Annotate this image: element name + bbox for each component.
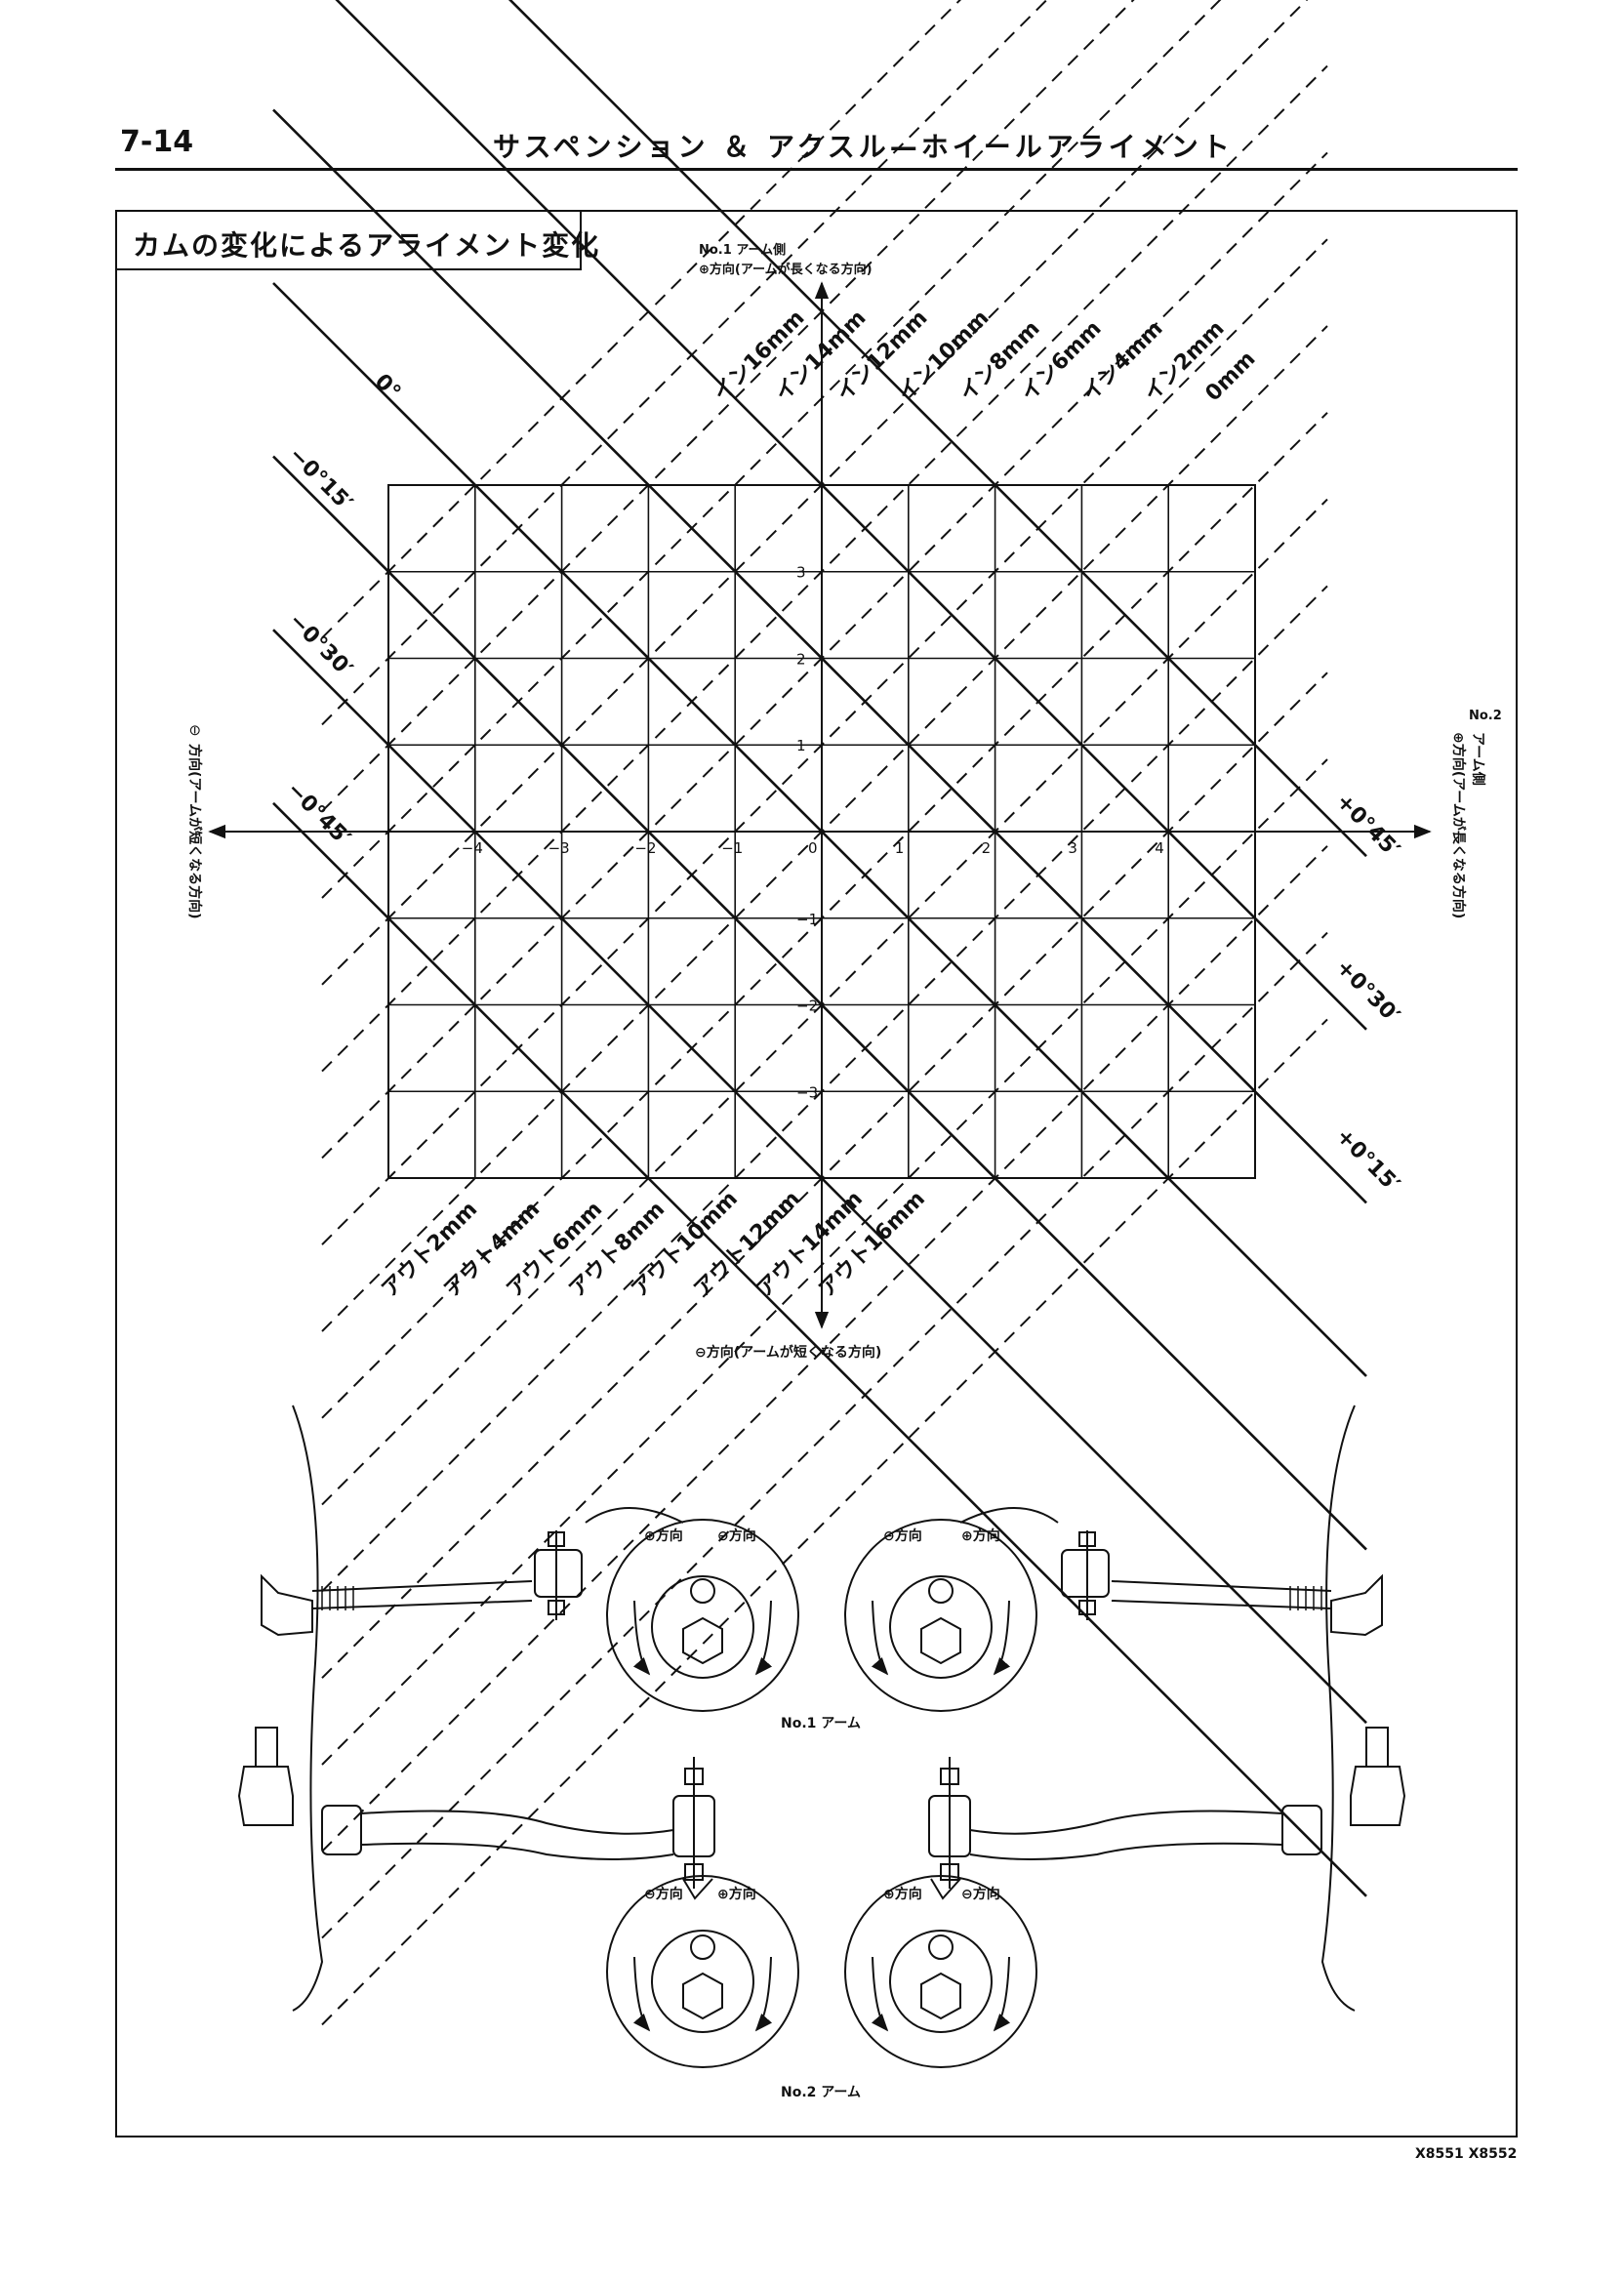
ur-plus-dir: ⊕方向 <box>961 1527 1000 1544</box>
x-tick-label: −1 <box>721 839 743 857</box>
x-tick-label: 2 <box>982 839 992 857</box>
axis-left-label-1: ⊖ <box>186 724 204 737</box>
cam-detail-lower-left <box>606 1875 799 2068</box>
camber-line <box>272 282 1367 1377</box>
toe-line <box>321 931 1328 1939</box>
toe-out-labels: アウト2mmアウト4mmアウト6mmアウト8mmアウト10mmアウト12mmアウ… <box>378 1187 930 1302</box>
axes <box>208 281 1432 1329</box>
toe-in-label: 0mm <box>1201 346 1261 406</box>
camber-line <box>272 455 1367 1551</box>
ll-plus-dir: ⊕方向 <box>717 1886 756 1902</box>
no1-arm-left <box>261 1530 583 1637</box>
camber-line <box>335 0 1367 1031</box>
header-rule <box>115 168 1518 171</box>
camber-label-0: 0° <box>370 370 405 405</box>
toe-line <box>321 151 1328 1160</box>
toe-line <box>321 758 1328 1766</box>
camber-label-p045: +0°45′ <box>1331 790 1404 863</box>
ul-minus-dir: ⊖方向 <box>717 1527 756 1544</box>
toe-line <box>321 0 1135 812</box>
axis-right-label-1: No.2 <box>1469 709 1502 723</box>
left-wheel-outline <box>292 1405 324 2012</box>
toe-line <box>321 64 1328 1073</box>
x-tick-label: 3 <box>1068 839 1077 857</box>
section-title-box: カムの変化によるアライメント変化 <box>115 210 598 270</box>
arm-illustration <box>237 1405 1406 2068</box>
x-tick-label: 1 <box>895 839 905 857</box>
no2-arm-right <box>928 1727 1406 1889</box>
no2-arm-label: No.2 アーム <box>781 2085 861 2100</box>
toe-line <box>321 585 1328 1593</box>
x-tick-label: −2 <box>634 839 656 857</box>
camber-label-p030: +0°30′ <box>1331 956 1404 1029</box>
axis-bottom-label: ⊖方向(アームが短くなる方向) <box>695 1344 881 1361</box>
toe-line <box>321 412 1328 1419</box>
axis-left-label-2: 方向(アームが短くなる方向) <box>186 744 203 919</box>
y-tick-label: −2 <box>796 998 818 1015</box>
no2-arm-left <box>237 1727 715 1889</box>
axis-end-labels: No.1 アーム側 ⊕方向(アームが長くなる方向) ⊖方向(アームが短くなる方向… <box>186 242 1502 1361</box>
toe-line <box>321 0 1048 726</box>
x-tick-label: −3 <box>548 839 570 857</box>
toe-lines <box>321 0 1328 2026</box>
camber-lines <box>272 0 1367 1897</box>
no1-arm-label: No.1 アーム <box>781 1716 861 1731</box>
toe-line <box>321 325 1328 1332</box>
camber-label-p015: +0°15′ <box>1331 1124 1404 1198</box>
axis-right-label-2: アーム側 <box>1470 732 1486 786</box>
toe-line <box>321 238 1328 1245</box>
lr-minus-dir: ⊖方向 <box>961 1886 1000 1902</box>
direction-labels: ⊕方向 ⊖方向 ⊖方向 ⊕方向 ⊖方向 ⊕方向 ⊕方向 ⊖方向 <box>644 1527 1000 1902</box>
toe-line <box>321 0 1222 899</box>
ul-plus-dir: ⊕方向 <box>644 1527 683 1544</box>
toe-line <box>321 0 1309 986</box>
section-title: カムの変化によるアライメント変化 <box>133 229 601 262</box>
page-number: 7-14 <box>120 125 194 159</box>
camber-line <box>508 0 1367 858</box>
no1-arm-right <box>1061 1530 1383 1637</box>
y-tick-label: −1 <box>796 911 818 928</box>
x-tick-label: 0 <box>808 839 818 857</box>
y-tick-label: 2 <box>796 650 806 668</box>
x-tick-label: −4 <box>462 839 483 857</box>
axis-top-label-1: No.1 アーム側 <box>699 242 786 258</box>
y-tick-label: 3 <box>796 564 806 582</box>
tick-labels: −4 −3 −2 −1 0 1 2 3 4 3 2 1 −1 −2 −3 <box>462 564 1164 1102</box>
ll-minus-dir: ⊖方向 <box>644 1886 683 1902</box>
axis-right-label-3: ⊕方向(アームが長くなる方向) <box>1450 732 1467 918</box>
axis-top-label-2: ⊕方向(アームが長くなる方向) <box>699 262 873 277</box>
toe-line <box>321 845 1328 1852</box>
camber-label-m030: −0°30′ <box>284 609 357 682</box>
right-wheel-outline <box>1320 1405 1356 2012</box>
toe-line <box>321 1018 1328 2026</box>
cam-detail-upper-right <box>844 1507 1059 1712</box>
toe-line <box>321 672 1328 1679</box>
cam-detail-lower-right <box>844 1875 1037 2068</box>
y-tick-label: 1 <box>796 737 806 754</box>
cam-detail-upper-left <box>585 1507 799 1712</box>
ur-minus-dir: ⊖方向 <box>883 1527 922 1544</box>
page-header-title: サスペンション ＆ アクスル—ホイールアライメント <box>493 131 1234 163</box>
lr-plus-dir: ⊕方向 <box>883 1886 922 1902</box>
toe-line <box>321 0 962 639</box>
figure-frame <box>115 210 1518 2138</box>
toe-line <box>321 498 1328 1506</box>
camber-line <box>272 801 1367 1897</box>
figure-codes: X8551 X8552 <box>1415 2146 1518 2162</box>
y-tick-label: −3 <box>796 1083 818 1101</box>
x-tick-label: 4 <box>1155 839 1164 857</box>
toe-in-labels: イン16mmイン14mmイン12mmイン10mmイン8mmイン6mmイン4mmイ… <box>710 305 1261 406</box>
camber-line <box>272 629 1367 1725</box>
